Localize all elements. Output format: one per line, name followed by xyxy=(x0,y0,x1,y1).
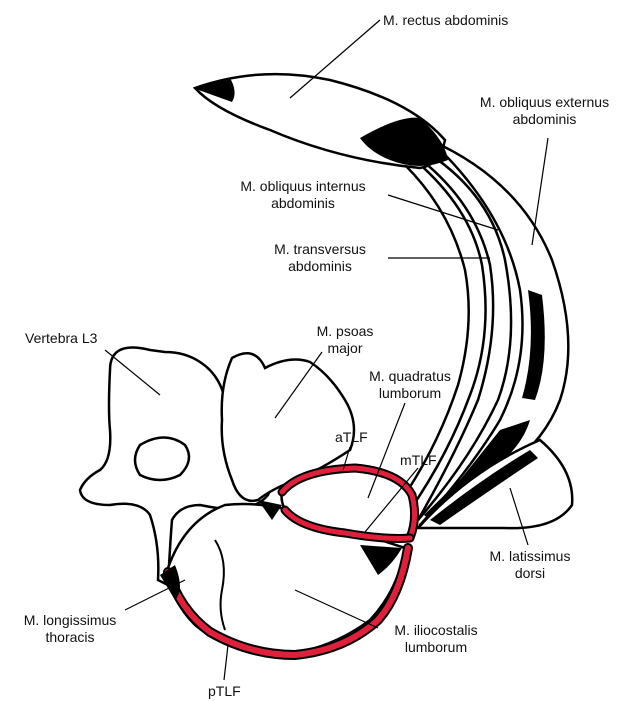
label-iliocostalis: M. iliocostalis lumborum xyxy=(376,622,496,656)
label-ptlf: pTLF xyxy=(208,683,241,700)
label-line: M. longissimus xyxy=(5,612,135,629)
label-line: M. obliquus internus xyxy=(218,178,388,195)
vertebral-foramen xyxy=(135,438,189,481)
label-line: thoracis xyxy=(5,629,135,646)
label-line: M. obliquus externus xyxy=(462,94,627,111)
label-line: M. transversus xyxy=(250,241,390,258)
leader-obl-ext xyxy=(532,138,548,245)
label-obliquus-externus: M. obliquus externus abdominis xyxy=(462,94,627,128)
label-line: M. latissimus xyxy=(475,548,585,565)
label-psoas-major: M. psoas major xyxy=(305,323,385,357)
label-mtlf: mTLF xyxy=(400,452,437,469)
rectus-abdominis xyxy=(193,74,448,168)
label-rectus-abdominis: M. rectus abdominis xyxy=(383,12,508,29)
label-line: dorsi xyxy=(475,565,585,582)
label-line: M. iliocostalis xyxy=(376,622,496,639)
label-line: abdominis xyxy=(250,258,390,275)
label-longissimus: M. longissimus thoracis xyxy=(5,612,135,646)
label-atlf: aTLF xyxy=(335,429,368,446)
label-line: major xyxy=(305,340,385,357)
label-line: abdominis xyxy=(218,195,388,212)
leader-ptlf xyxy=(224,645,228,680)
label-vertebra-l3: Vertebra L3 xyxy=(25,330,97,347)
label-obliquus-internus: M. obliquus internus abdominis xyxy=(218,178,388,212)
label-line: M. psoas xyxy=(305,323,385,340)
label-transversus: M. transversus abdominis xyxy=(250,241,390,275)
label-latissimus-dorsi: M. latissimus dorsi xyxy=(475,548,585,582)
label-line: lumborum xyxy=(376,639,496,656)
label-line: abdominis xyxy=(462,111,627,128)
label-quadratus: M. quadratus lumborum xyxy=(360,368,460,402)
label-line: M. quadratus xyxy=(360,368,460,385)
label-line: lumborum xyxy=(360,385,460,402)
